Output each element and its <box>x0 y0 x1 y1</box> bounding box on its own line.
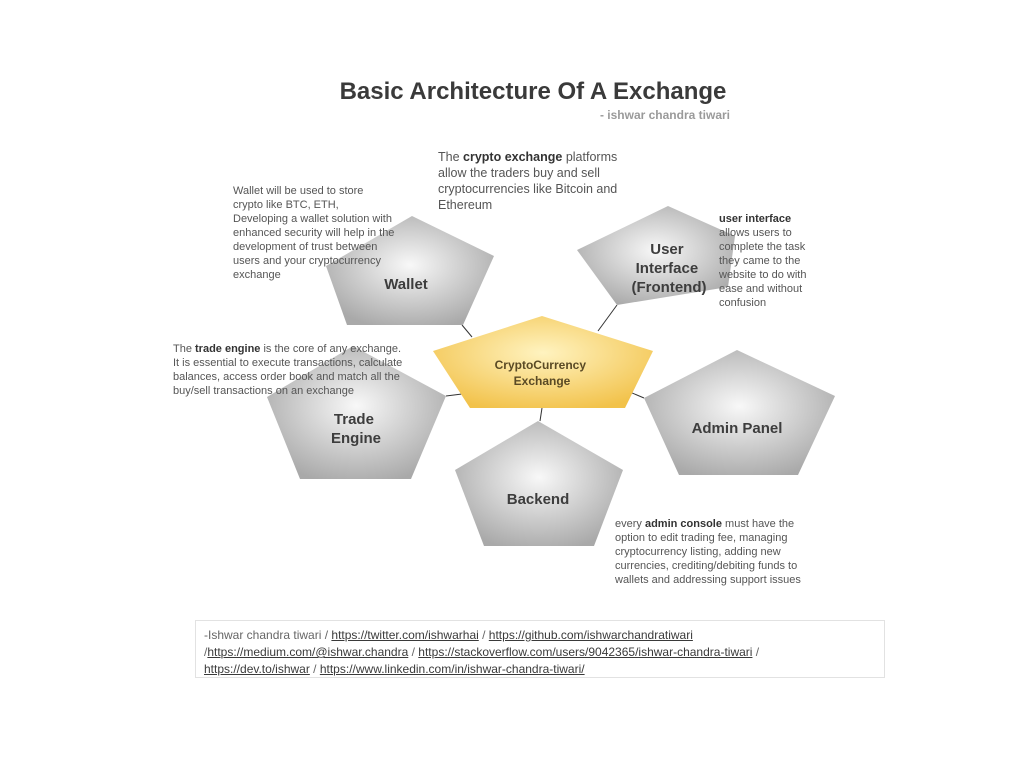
label-trade-engine: Trade Engine <box>331 411 381 447</box>
link-medium[interactable]: https://medium.com/@ishwar.chandra <box>207 645 409 659</box>
link-stackoverflow[interactable]: https://stackoverflow.com/users/9042365/… <box>418 645 753 659</box>
footer-links: -Ishwar chandra tiwari / https://twitter… <box>195 620 885 678</box>
node-backend <box>455 421 623 546</box>
connector-user-interface <box>597 304 618 332</box>
note-trade-engine-line2: It is essential to execute transactions,… <box>173 357 403 397</box>
note-admin-pre: every <box>615 518 645 530</box>
footer-sep: / <box>752 645 760 659</box>
note-user-interface-text: allows users to complete the task they c… <box>719 227 807 309</box>
node-trade-engine <box>267 346 446 479</box>
note-trade-engine: The trade engine is the core of any exch… <box>173 342 409 398</box>
note-wallet-text: Wallet will be used to store crypto like… <box>233 185 395 281</box>
node-user-interface <box>577 206 735 305</box>
node-admin-panel <box>644 350 835 475</box>
link-github[interactable]: https://github.com/ishwarchandratiwari <box>488 628 693 642</box>
connector-backend <box>539 407 543 422</box>
footer-sep: / <box>321 628 332 642</box>
note-user-interface: user interface allows users to complete … <box>719 212 824 310</box>
note-wallet: Wallet will be used to store crypto like… <box>233 184 395 282</box>
note-exchange-bold: crypto exchange <box>463 150 563 164</box>
footer-sep: / <box>478 628 489 642</box>
note-trade-engine-bold: trade engine <box>195 343 261 355</box>
page-subtitle: - ishwar chandra tiwari <box>599 108 730 122</box>
note-admin-panel: every admin console must have the option… <box>615 517 817 587</box>
label-admin-panel: Admin Panel <box>692 420 783 437</box>
footer-author: -Ishwar chandra tiwari <box>204 628 322 642</box>
footer-sep: / <box>408 645 419 659</box>
label-center-exchange: CryptoCurrency Exchange <box>495 358 590 388</box>
label-user-interface: User Interface (Frontend) <box>632 241 707 296</box>
link-linkedin[interactable]: https://www.linkedin.com/in/ishwar-chand… <box>319 662 585 676</box>
note-exchange: The crypto exchange platforms allow the … <box>438 149 638 213</box>
label-wallet: Wallet <box>384 276 428 293</box>
note-admin-bold: admin console <box>644 518 722 530</box>
note-exchange-pre: The <box>438 150 464 164</box>
node-wallet <box>326 216 494 325</box>
label-backend: Backend <box>507 491 570 508</box>
note-trade-engine-pre: The <box>173 343 196 355</box>
page-title: Basic Architecture Of A Exchange <box>339 78 727 105</box>
link-devto[interactable]: https://dev.to/ishwar <box>204 662 310 676</box>
note-trade-engine-post: is the core of any exchange. <box>260 343 402 355</box>
node-center-exchange <box>433 316 653 408</box>
footer-sep: / <box>309 662 320 676</box>
connector-wallet <box>461 324 473 338</box>
link-twitter[interactable]: https://twitter.com/ishwarhai <box>331 628 479 642</box>
note-admin-post: must have the option to edit trading fee… <box>615 518 801 586</box>
note-user-interface-bold: user interface <box>719 213 792 225</box>
note-exchange-post: platforms allow the traders buy and sell… <box>438 150 618 212</box>
